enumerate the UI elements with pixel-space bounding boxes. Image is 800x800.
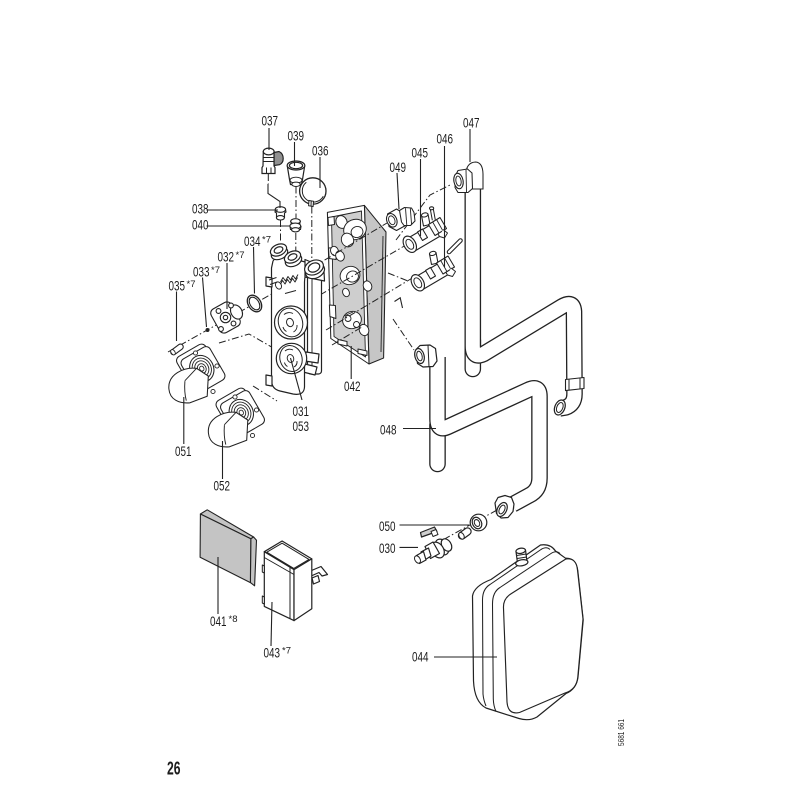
svg-text:*7: *7: [282, 646, 291, 656]
svg-text:031: 031: [293, 404, 310, 419]
svg-text:044: 044: [412, 650, 429, 665]
svg-text:042: 042: [344, 379, 361, 394]
svg-text:052: 052: [214, 479, 231, 494]
svg-text:*7: *7: [211, 265, 220, 275]
svg-text:*7: *7: [262, 235, 271, 245]
svg-text:047: 047: [463, 116, 480, 131]
svg-text:048: 048: [380, 423, 397, 438]
svg-text:037: 037: [262, 114, 279, 129]
svg-text:038: 038: [192, 202, 209, 217]
svg-text:26: 26: [167, 759, 181, 779]
svg-text:043: 043: [264, 646, 281, 661]
svg-text:*8: *8: [229, 614, 238, 624]
svg-text:032: 032: [218, 250, 235, 265]
svg-text:041: 041: [210, 614, 227, 629]
svg-text:034: 034: [244, 234, 261, 249]
svg-text:*7: *7: [236, 250, 245, 260]
svg-text:030: 030: [379, 541, 396, 556]
svg-text:046: 046: [437, 132, 454, 147]
svg-text:051: 051: [175, 444, 192, 459]
svg-text:039: 039: [288, 129, 305, 144]
svg-text:*7: *7: [187, 279, 196, 289]
svg-text:049: 049: [390, 160, 407, 175]
svg-text:053: 053: [293, 419, 310, 434]
svg-text:040: 040: [192, 218, 209, 233]
svg-text:033: 033: [193, 265, 210, 280]
svg-text:035: 035: [169, 279, 186, 294]
svg-text:045: 045: [412, 146, 429, 161]
svg-text:5681 661: 5681 661: [617, 719, 626, 746]
svg-text:036: 036: [312, 144, 329, 159]
svg-text:050: 050: [379, 519, 396, 534]
